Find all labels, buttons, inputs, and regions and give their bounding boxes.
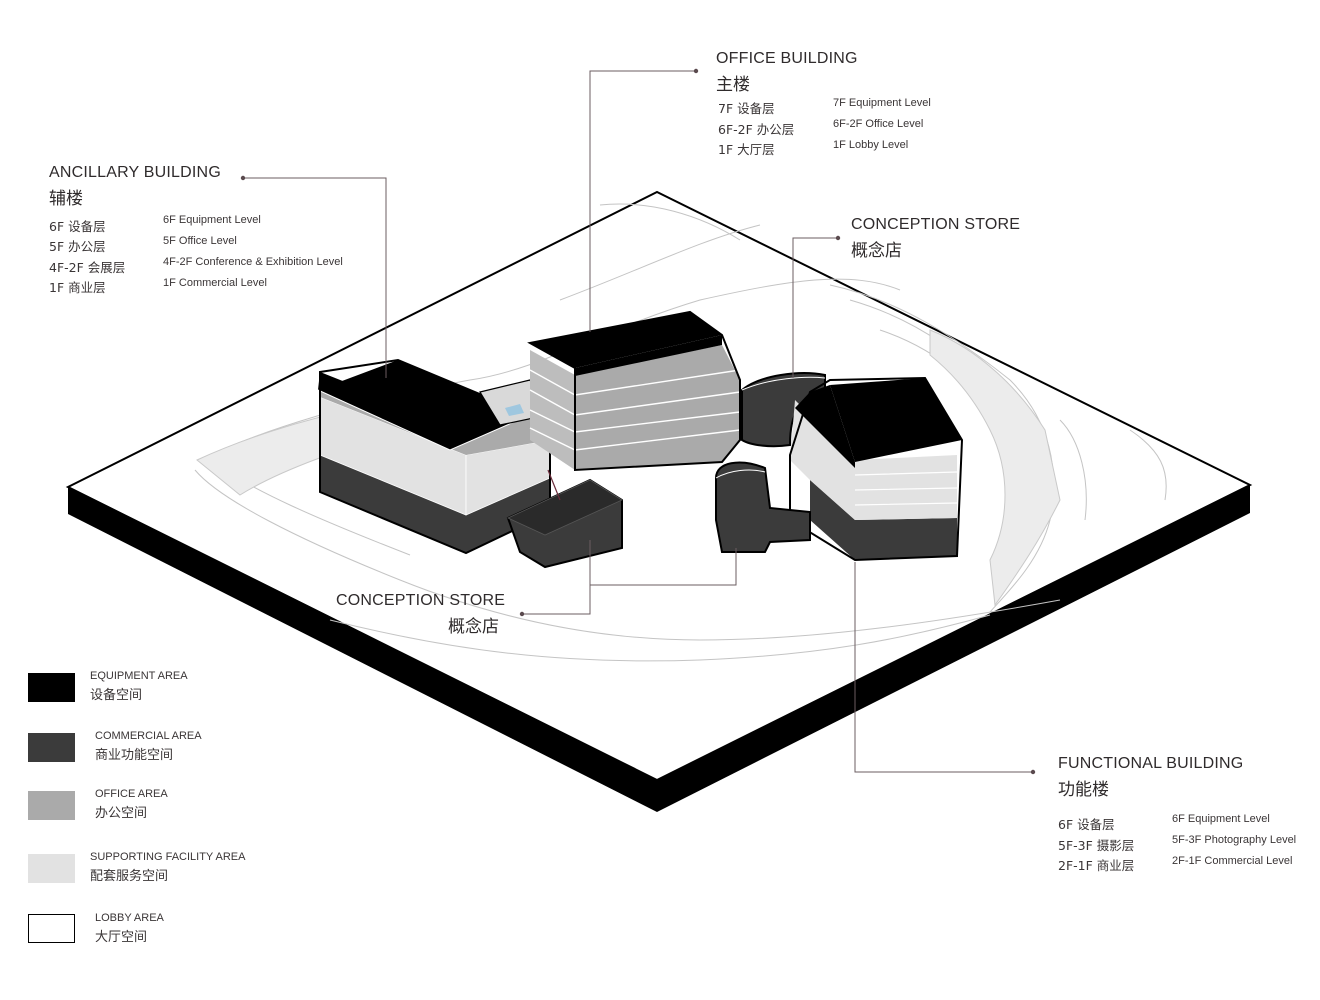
ancillary-level-cn: 5F 办公层 (49, 239, 106, 254)
legend-label-cn: 商业功能空间 (95, 748, 174, 763)
legend-label-cn: 设备空间 (90, 688, 143, 703)
ancillary-building-title: ANCILLARY BUILDING (49, 164, 221, 181)
legend-label-en: OFFICE AREA (95, 788, 168, 800)
legend-swatch-lobby (28, 914, 75, 943)
ancillary-level-cn: 1F 商业层 (49, 280, 106, 295)
office-level-cn: 7F 设备层 (718, 101, 775, 116)
legend-swatch-office (28, 791, 75, 820)
ancillary-level-cn: 4F-2F 会展层 (49, 260, 126, 275)
office-level-cn: 6F-2F 办公层 (718, 122, 795, 137)
office-level-en: 6F-2F Office Level (833, 118, 924, 130)
conception-store-south (506, 461, 811, 569)
ancillary-level-en: 6F Equipment Level (163, 214, 261, 226)
office-building-title: OFFICE BUILDING (716, 50, 858, 67)
ancillary-commercial-front (320, 455, 466, 553)
functional-level-cn: 6F 设备层 (1058, 817, 1115, 832)
ancillary-level-en: 5F Office Level (163, 235, 237, 247)
legend-label-en: SUPPORTING FACILITY AREA (90, 851, 246, 863)
ancillary-level-en: 4F-2F Conference & Exhibition Level (163, 256, 343, 268)
functional-building-title: FUNCTIONAL BUILDING (1058, 755, 1244, 772)
functional-level-cn: 2F-1F 商业层 (1058, 858, 1135, 873)
legend-label-en: COMMERCIAL AREA (95, 730, 202, 742)
ancillary-level-cn: 6F 设备层 (49, 219, 106, 234)
conception-store-south-title: CONCEPTION STORE (336, 592, 506, 609)
ancillary-commercial-side (466, 478, 550, 553)
functional-level-en: 2F-1F Commercial Level (1172, 855, 1293, 867)
office-building-title-cn: 主楼 (716, 75, 750, 95)
ancillary-building-title-cn: 辅楼 (49, 189, 83, 209)
ancillary-level-en: 1F Commercial Level (163, 277, 267, 289)
legend-swatch-supporting (28, 854, 75, 883)
ancillary-roof-front (318, 372, 466, 450)
functional-roof (830, 378, 962, 462)
legend-label-cn: 配套服务空间 (90, 869, 169, 884)
legend-swatch-equipment (28, 673, 75, 702)
functional-level-en: 6F Equipment Level (1172, 813, 1270, 825)
legend-swatch-commercial (28, 733, 75, 762)
functional-level-en: 5F-3F Photography Level (1172, 834, 1297, 846)
legend-label-cn: 办公空间 (95, 806, 148, 821)
functional-level-cn: 5F-3F 摄影层 (1058, 838, 1135, 853)
office-roof (530, 312, 722, 368)
leader-dots (240, 68, 1036, 775)
functional-photo-front (790, 400, 855, 520)
office-level-en: 1F Lobby Level (833, 139, 909, 151)
site-base-right-edge (657, 485, 1250, 812)
conception-store-east-title-cn: 概念店 (851, 241, 902, 261)
ancillary-office-side (466, 410, 550, 455)
office-building (527, 310, 741, 472)
legend-label-en: LOBBY AREA (95, 912, 164, 924)
functional-photo-side (855, 455, 957, 520)
ancillary-roof (318, 360, 530, 450)
conception-store-east-title: CONCEPTION STORE (851, 216, 1021, 233)
functional-commercial-front (810, 480, 855, 560)
legend-label-cn: 大厅空间 (95, 930, 148, 945)
office-level-cn: 1F 大厅层 (718, 142, 775, 157)
functional-commercial-side (855, 518, 957, 560)
conception-store-south-title-cn: 概念店 (448, 617, 499, 637)
office-floors-front (530, 350, 575, 470)
legend-label-en: EQUIPMENT AREA (90, 670, 188, 682)
office-level-en: 7F Equipment Level (833, 97, 931, 109)
leader-lines (243, 70, 1033, 773)
functional-building-title-cn: 功能楼 (1058, 780, 1109, 800)
functional-building (789, 376, 964, 562)
ancillary-building (317, 358, 551, 555)
site-base-left-edge (68, 487, 657, 812)
